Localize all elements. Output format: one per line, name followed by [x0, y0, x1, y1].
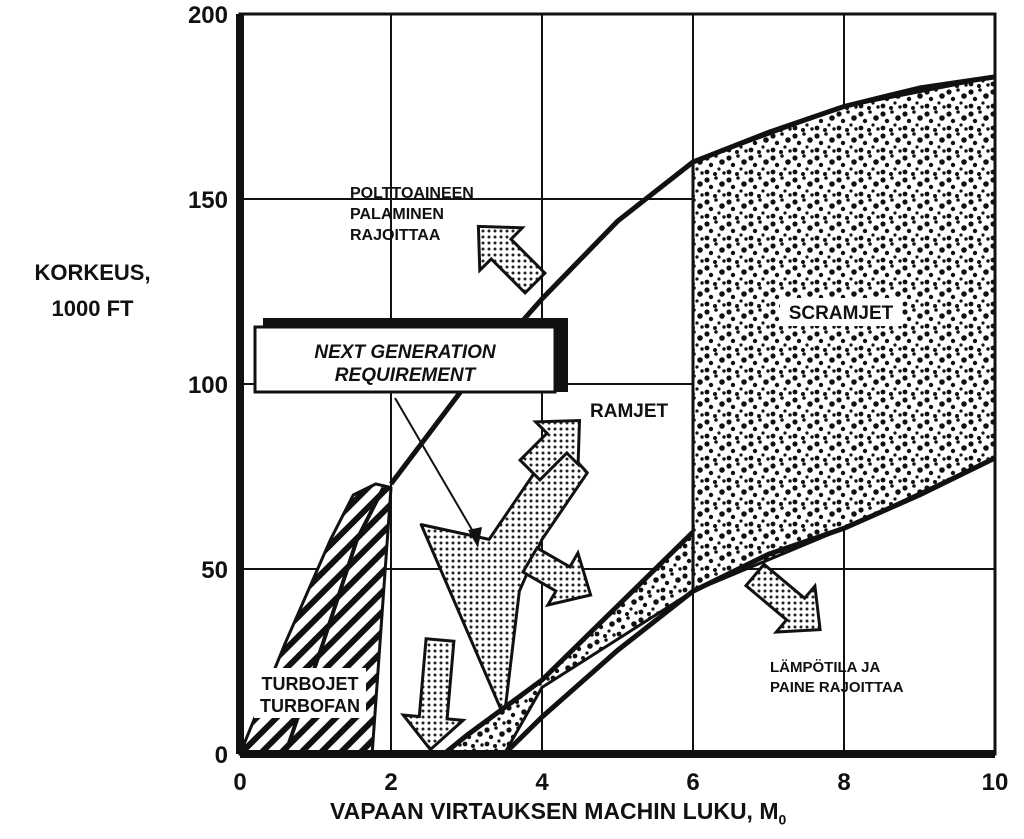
heat-limit-line-2: PAINE RAJOITTAA: [770, 679, 904, 696]
x-axis-label: VAPAAN VIRTAUKSEN MACHIN LUKU, M0: [330, 798, 890, 828]
fuel-limit-arrow: [476, 224, 548, 296]
x-tick-label: 10: [982, 769, 1009, 796]
x-tick-label: 8: [837, 769, 850, 796]
x-tick-label: 2: [384, 769, 397, 796]
y-axis-label-line-2: 1000 FT: [51, 296, 134, 321]
next-gen-line-1: NEXT GENERATION: [314, 342, 496, 363]
x-tick-label: 6: [686, 769, 699, 796]
heat-limit-line-1: LÄMPÖTILA JA: [770, 659, 880, 676]
region-scramjet: [691, 75, 997, 593]
scramjet-label: SCRAMJET: [789, 303, 894, 324]
y-axis-label: KORKEUS, 1000 FT: [0, 255, 185, 327]
pointer-head: [468, 527, 482, 548]
heat-limit-arrow: [743, 562, 822, 634]
y-tick-label: 100: [188, 372, 228, 399]
next-generation-box: NEXT GENERATION REQUIREMENT: [253, 318, 568, 548]
fuel-limit-line-1: POLTTOAINEEN: [350, 185, 474, 202]
curve-temperature-pressure-limit: [502, 455, 997, 756]
turbojet-label: TURBOJET: [261, 674, 358, 694]
y-axis-label-line-1: KORKEUS,: [34, 260, 151, 285]
plot-frame: [236, 12, 997, 758]
x-axis-label-subscript: 0: [778, 811, 787, 828]
pointer-line: [394, 397, 479, 541]
y-tick-label: 150: [188, 187, 228, 214]
scramjet-label-bg: [780, 298, 902, 326]
turbofan-label: TURBOFAN: [260, 696, 360, 716]
ramjet-label: RAMJET: [590, 401, 669, 422]
x-axis-label-text: VAPAAN VIRTAUKSEN MACHIN LUKU, M: [330, 798, 779, 824]
y-tick-label: 200: [188, 2, 228, 29]
arrows: [399, 224, 822, 752]
turbo-label-bg: [254, 668, 366, 718]
x-tick-label: 0: [233, 769, 246, 796]
y-tick-label: 50: [201, 557, 228, 584]
ramjet-arrow-down: [399, 637, 467, 752]
x-tick-label: 4: [535, 769, 549, 796]
y-tick-label: 0: [215, 742, 228, 769]
fuel-limit-line-2: PALAMINEN: [350, 206, 444, 223]
curve-lower-band-edge: [442, 530, 695, 756]
fuel-limit-line-3: RAJOITTAA: [350, 227, 441, 244]
region-ramjet: [419, 438, 589, 719]
ramjet-arrow-right: [520, 545, 593, 608]
next-gen-line-2: REQUIREMENT: [335, 365, 477, 386]
ramjet-arrow-up: [517, 418, 582, 483]
